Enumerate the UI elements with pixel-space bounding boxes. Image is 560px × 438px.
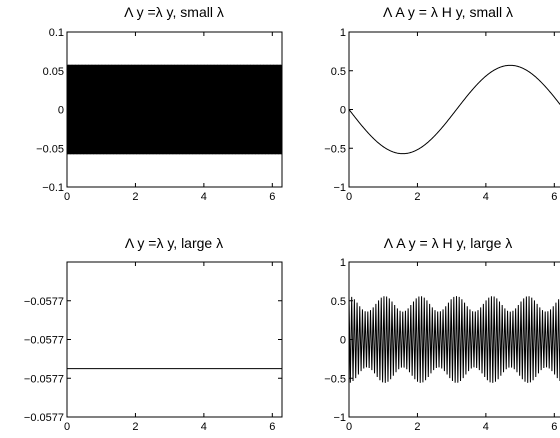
panel-1-ytick-label: 0.1 (49, 27, 64, 39)
panel-3: Λ y =λ y, large λ 0 2 4 6 −0.0577 −0.057… (24, 235, 283, 433)
panel-1-series (66, 64, 283, 155)
panel-1-ytick-label: −0.05 (36, 143, 64, 155)
panel-2-xtick-label: 0 (346, 191, 352, 203)
panel-4-series (348, 296, 560, 383)
panel-4-ytick-label: −1 (333, 412, 346, 424)
panel-3-ytick-label: −0.0577 (24, 335, 64, 347)
panel-2-xtick-label: 4 (483, 191, 489, 203)
panel-3-ytick-label: −0.0577 (24, 296, 64, 308)
panel-4-xtick-label: 4 (483, 421, 489, 433)
panel-4-xtick-label: 2 (414, 421, 420, 433)
panel-3-xtick-label: 4 (201, 421, 207, 433)
panel-4-ytick-label: 1 (340, 257, 346, 269)
panel-2-xtick-label: 6 (551, 191, 557, 203)
panel-1: Λ y =λ y, small λ 0 2 4 6 −0.1 −0.05 0 0… (36, 4, 283, 203)
series-line (66, 64, 283, 155)
panel-2: Λ A y = λ H y, small λ 0 2 4 6 −1 −0.5 0… (324, 4, 560, 203)
panel-2-series (348, 64, 560, 155)
panel-3-ytick-label: −0.0577 (24, 412, 64, 424)
panel-3-xtick-label: 2 (132, 421, 138, 433)
panel-1-ticks (66, 31, 282, 188)
panel-3-ytick-label: −0.0577 (24, 373, 64, 385)
panel-1-ytick-label: 0 (58, 105, 64, 117)
panel-1-ytick-label: 0.05 (43, 66, 64, 78)
panel-4-title: Λ A y = λ H y, large λ (384, 235, 513, 251)
series-line (348, 296, 560, 383)
panel-1-xtick-label: 2 (132, 191, 138, 203)
panel-2-ytick-label: 0.5 (331, 66, 346, 78)
panel-1-title: Λ y =λ y, small λ (124, 4, 224, 20)
series-line (348, 64, 560, 155)
panel-1-xtick-label: 0 (64, 191, 70, 203)
panel-2-title: Λ A y = λ H y, small λ (383, 4, 513, 20)
panel-2-ytick-label: −0.5 (324, 143, 346, 155)
panel-4-ticks (348, 261, 555, 418)
panel-1-ytick-label: −0.1 (42, 182, 64, 194)
panel-2-xtick-label: 2 (414, 191, 420, 203)
panel-3-xtick-label: 0 (64, 421, 70, 433)
panel-3-title: Λ y =λ y, large λ (125, 235, 223, 251)
panel-4-ytick-label: 0.5 (331, 296, 346, 308)
panel-2-ytick-label: 0 (340, 105, 346, 117)
panel-2-ytick-label: −1 (333, 182, 346, 194)
panel-2-ticks (348, 31, 555, 188)
panel-4-xtick-label: 6 (551, 421, 557, 433)
panel-2-ytick-label: 1 (340, 27, 346, 39)
panel-4-xtick-label: 0 (346, 421, 352, 433)
panel-1-xtick-label: 6 (269, 191, 275, 203)
panel-3-xtick-label: 6 (269, 421, 275, 433)
panel-4: Λ A y = λ H y, large λ 0 2 4 6 −1 −0.5 0… (324, 235, 560, 433)
panel-1-xtick-label: 4 (201, 191, 207, 203)
panel-4-ytick-label: −0.5 (324, 373, 346, 385)
panel-3-ticks (66, 262, 282, 418)
panel-4-ytick-label: 0 (340, 335, 346, 347)
